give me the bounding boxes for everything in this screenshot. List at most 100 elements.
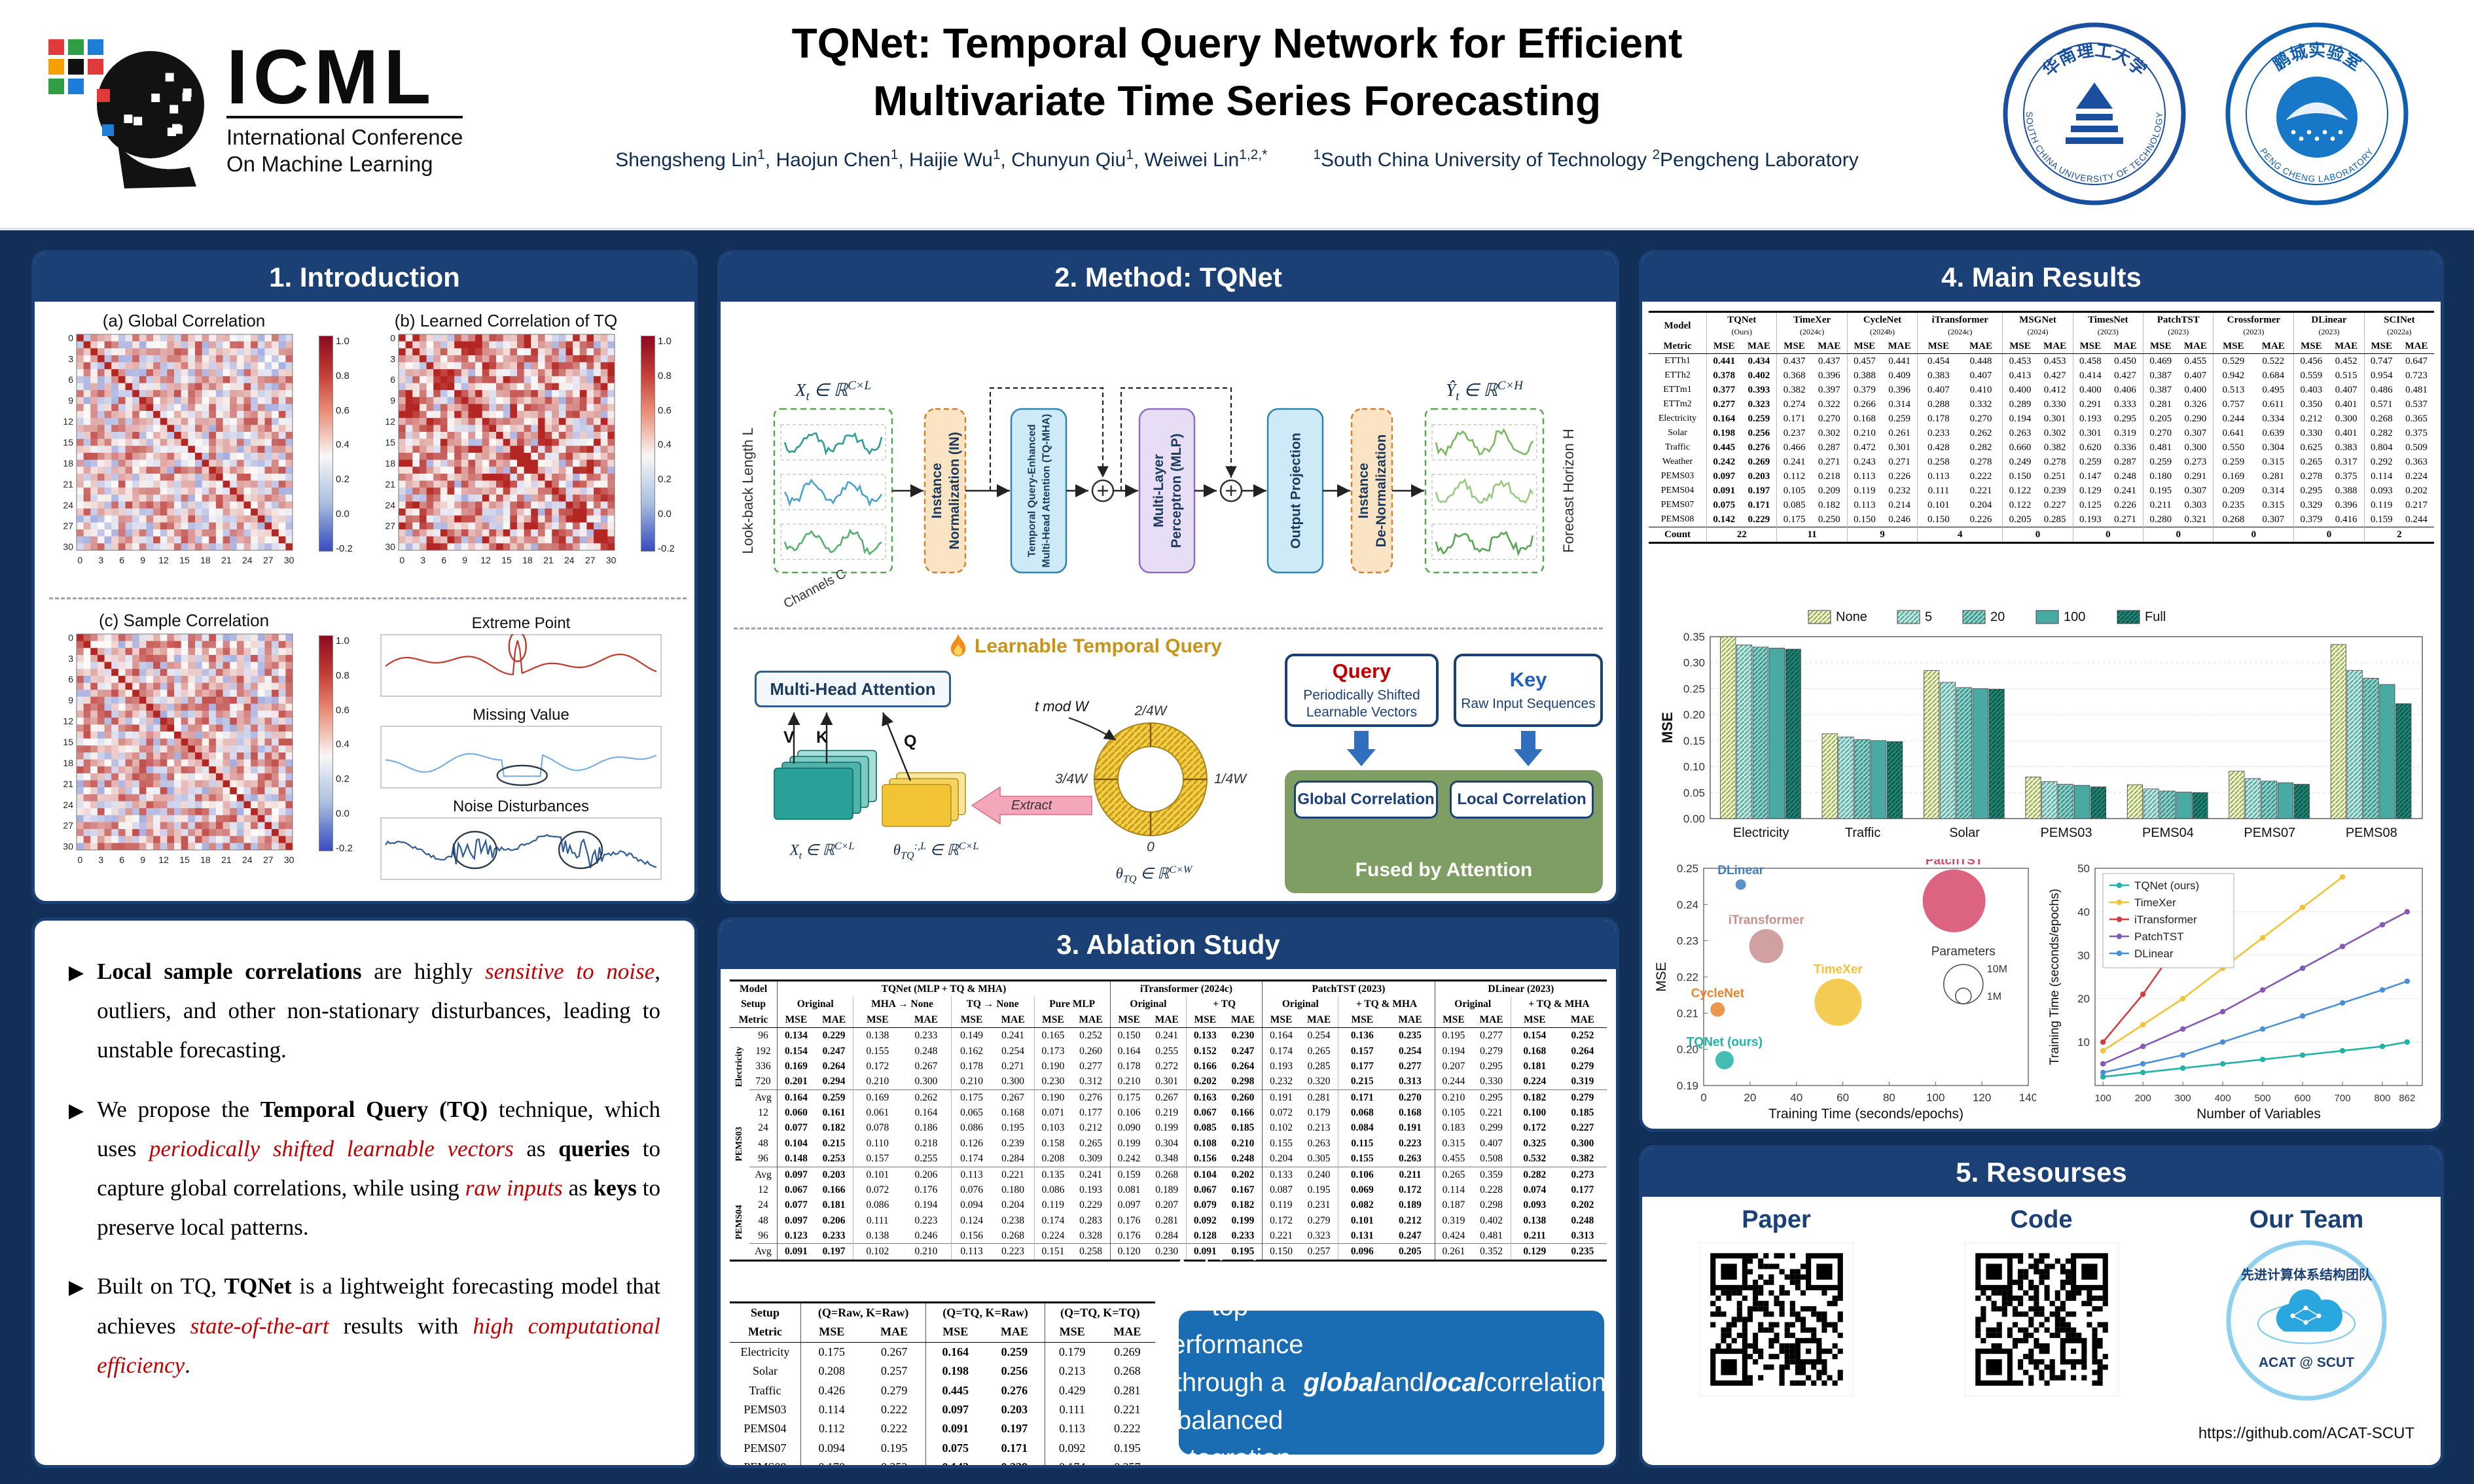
cell: 0.251 — [2043, 471, 2066, 482]
cell: 0.248 — [1571, 1214, 1594, 1226]
cell: 0.243 — [1846, 455, 1882, 469]
cell: Original — [1262, 997, 1338, 1012]
cell: 0.302 — [1818, 428, 1840, 438]
cell: 0.113 — [1044, 1419, 1100, 1439]
svg-text:30: 30 — [2077, 949, 2090, 962]
cell: 0.326 — [2184, 399, 2207, 410]
cell: 0.241 — [2114, 486, 2136, 496]
cell: Metric — [1649, 339, 1707, 354]
cell: (Q=TQ, K=Raw) — [925, 1302, 1045, 1323]
cell: 0.307 — [2262, 514, 2285, 525]
cell: 0.157 — [853, 1151, 902, 1167]
cell: Solar — [1668, 427, 1687, 438]
cell: 0.175 — [950, 1089, 992, 1105]
svg-text:MSE: MSE — [1654, 962, 1669, 992]
cell: Model — [1664, 321, 1691, 331]
cell: 0.202 — [1223, 1166, 1263, 1182]
cell: 0.150 — [2002, 469, 2037, 484]
svg-text:DLinear: DLinear — [2134, 947, 2174, 960]
cell: 0.276 — [1071, 1089, 1111, 1105]
svg-text:15: 15 — [179, 555, 190, 565]
cell: 0.151 — [1033, 1243, 1072, 1261]
cell: MAE — [901, 1012, 952, 1029]
svg-text:0.00: 0.00 — [1683, 813, 1705, 825]
cell: 0.295 — [1472, 1089, 1511, 1105]
cell: 0.448 — [1969, 356, 1992, 366]
cell: 0.223 — [992, 1243, 1035, 1261]
cell: 0.427 — [2043, 370, 2066, 381]
cell: Solar — [752, 1364, 778, 1378]
svg-text:0.30: 0.30 — [1683, 657, 1705, 669]
svg-text:0.19: 0.19 — [1677, 1080, 1698, 1092]
svg-text:12: 12 — [63, 416, 73, 427]
cell: 0.388 — [2335, 486, 2357, 496]
cell: 0.168 — [1399, 1107, 1422, 1118]
cell: 0.301 — [2043, 414, 2066, 424]
cell: 0.178 — [950, 1058, 992, 1074]
input-tensor-label: Xt ∈ ℝC×L — [795, 379, 871, 404]
cell: 0.265 — [1079, 1137, 1102, 1149]
code-label: Code — [2010, 1206, 2073, 1233]
svg-text:1/4W: 1/4W — [1214, 771, 1247, 786]
svg-text:TimeXer: TimeXer — [2134, 896, 2176, 909]
cell: 0.407 — [1969, 370, 1992, 381]
cell: 0.263 — [2002, 426, 2037, 440]
cell: 0.279 — [1480, 1045, 1503, 1057]
cell: 0.185 — [1571, 1107, 1594, 1118]
github-url: https://github.com/ACAT-SCUT — [2198, 1424, 2415, 1442]
cell: 0.522 — [2262, 356, 2285, 366]
tq-ring-label: θTQ ∈ ℝC×W — [1115, 864, 1192, 885]
cell: 0.138 — [853, 1228, 902, 1244]
cell: 0.155 — [853, 1043, 902, 1059]
cell: 0.262 — [901, 1089, 952, 1105]
cell: 0.166 — [1231, 1107, 1255, 1118]
cell: Traffic — [1664, 442, 1691, 452]
cell: PEMS03 — [744, 1402, 787, 1416]
svg-text:9: 9 — [140, 855, 145, 865]
cell: 0.265 — [1434, 1166, 1473, 1182]
cell: 0.180 — [2143, 469, 2178, 484]
svg-text:6: 6 — [68, 374, 73, 385]
cell: MSE — [2213, 339, 2253, 354]
cell: 0.287 — [2114, 457, 2136, 467]
cell: MAE — [2328, 339, 2365, 354]
cell: 0.207 — [1434, 1058, 1473, 1074]
cell: 0.242 — [1109, 1151, 1148, 1167]
cell: 0.187 — [1434, 1197, 1473, 1213]
cell: 0.393 — [1748, 385, 1770, 395]
cell: 0.292 — [2363, 455, 2399, 469]
cell: 0.223 — [1399, 1137, 1422, 1149]
cell: 0.096 — [1338, 1243, 1386, 1261]
cell: 0.277 — [1399, 1060, 1422, 1072]
cell: 0.072 — [1262, 1105, 1300, 1121]
cell: 0.154 — [1510, 1027, 1558, 1044]
cell: 0.091 — [777, 1243, 815, 1261]
cell: 0.625 — [2293, 440, 2329, 455]
cell: Metric — [730, 1322, 801, 1343]
cell: PEMS04 — [734, 1204, 745, 1239]
cell: 0.122 — [2002, 498, 2037, 512]
cell: 0.301 — [1155, 1076, 1179, 1087]
cell: DLinear (2023) — [1434, 980, 1607, 997]
cell: 0.620 — [2072, 440, 2107, 455]
fused-by-attention-box: Global Correlation Local Correlation Fus… — [1285, 770, 1603, 893]
cell: 0.403 — [2293, 383, 2329, 397]
cell: 0.203 — [1748, 471, 1770, 482]
cell: 0.279 — [880, 1383, 908, 1397]
cell: 0.295 — [1480, 1060, 1503, 1072]
cell: 0.270 — [1386, 1089, 1435, 1105]
cell: 0.414 — [2072, 368, 2107, 383]
cell: 0.336 — [2114, 442, 2136, 453]
cell: 0.172 — [853, 1058, 902, 1074]
cell: 0.281 — [1155, 1214, 1179, 1226]
